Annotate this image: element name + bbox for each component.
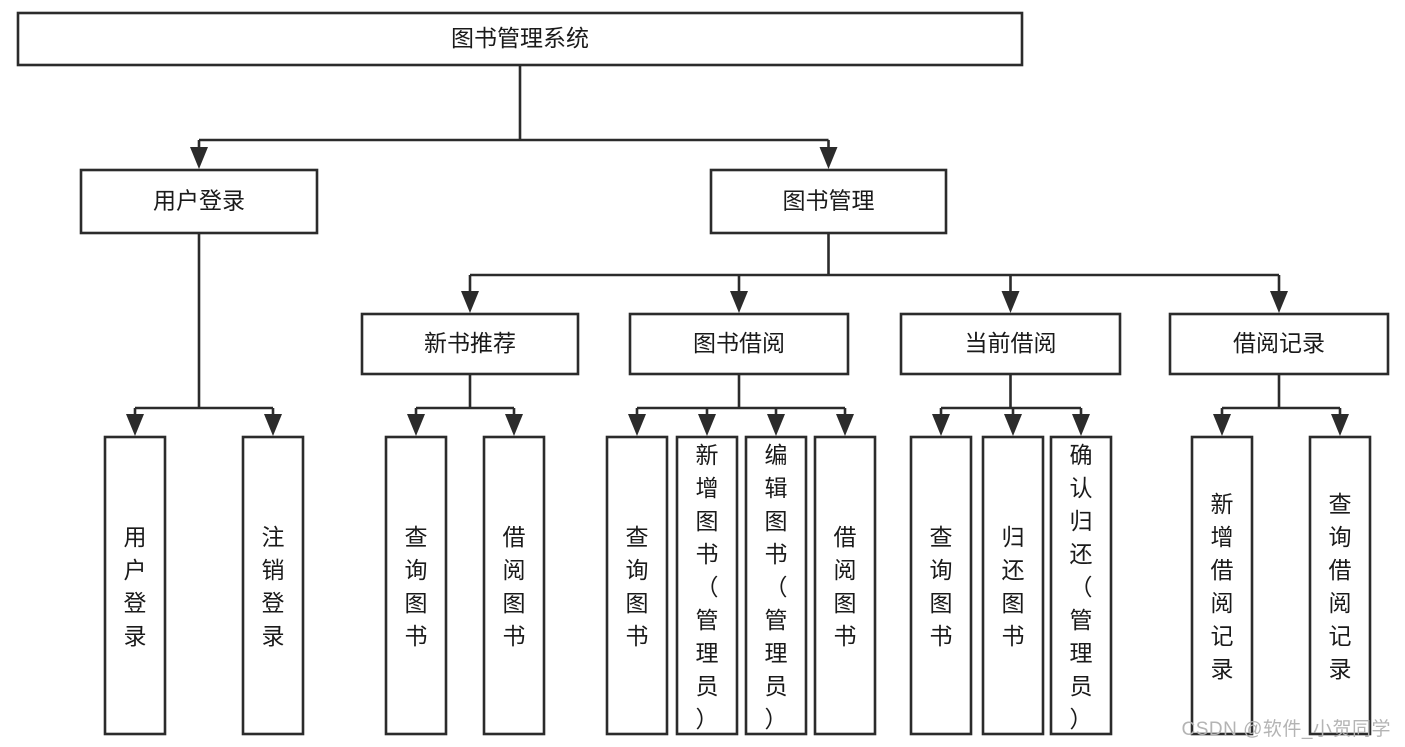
arrow-head-icon — [1001, 291, 1020, 313]
node-label: 借阅记录 — [1233, 330, 1325, 356]
csdn-watermark: CSDN @软件_小贺同学 — [1181, 719, 1391, 740]
node-box[interactable] — [241, 435, 305, 736]
node-leaf-query-book-rec[interactable]: 查询图书 — [384, 435, 448, 736]
connector-lines-layer — [126, 65, 1349, 436]
node-box[interactable] — [384, 435, 448, 736]
node-leaf-confirm-return[interactable]: 确认归还（管理员） — [1049, 435, 1113, 736]
node-box[interactable] — [675, 435, 739, 736]
arrow-head-icon — [836, 414, 854, 436]
node-book-manage[interactable]: 图书管理 — [709, 168, 948, 235]
node-leaf-borrow-book-rec[interactable]: 借阅图书 — [482, 435, 546, 736]
arrow-head-icon — [1213, 414, 1231, 436]
arrow-head-icon — [126, 414, 144, 436]
node-box[interactable] — [16, 11, 1024, 67]
node-label: 新增借阅记录 — [1211, 491, 1234, 682]
node-label: 确认归还（管理员） — [1070, 442, 1093, 732]
node-label: 注销登录 — [262, 524, 285, 649]
node-box[interactable] — [813, 435, 877, 736]
arrow-head-icon — [730, 291, 748, 313]
node-box[interactable] — [360, 312, 580, 376]
node-boxes-layer: 图书管理系统用户登录图书管理新书推荐图书借阅当前借阅借阅记录用户登录注销登录查询… — [16, 11, 1390, 736]
node-label: 用户登录 — [124, 524, 147, 649]
node-label: 编辑图书（管理员） — [765, 442, 788, 732]
node-label: 图书管理 — [783, 188, 875, 214]
node-current-borrow[interactable]: 当前借阅 — [899, 312, 1122, 376]
node-label: 借阅图书 — [503, 524, 526, 649]
node-label: 用户登录 — [153, 188, 245, 214]
node-label: 新增图书（管理员） — [696, 442, 719, 732]
arrow-head-icon — [819, 147, 838, 169]
node-root[interactable]: 图书管理系统 — [16, 11, 1024, 67]
node-box[interactable] — [1308, 435, 1372, 736]
node-box[interactable] — [1049, 435, 1113, 736]
node-leaf-query-book-bb[interactable]: 查询图书 — [605, 435, 669, 736]
arrow-head-icon — [1270, 291, 1288, 313]
node-label: 归还图书 — [1002, 524, 1025, 649]
node-box[interactable] — [79, 168, 319, 235]
node-leaf-user-logout[interactable]: 注销登录 — [241, 435, 305, 736]
node-box[interactable] — [899, 312, 1122, 376]
arrow-head-icon — [1331, 414, 1349, 436]
node-box[interactable] — [628, 312, 850, 376]
node-label: 查询借阅记录 — [1329, 491, 1352, 682]
arrow-head-icon — [1004, 414, 1022, 436]
arrow-head-icon — [628, 414, 646, 436]
arrow-head-icon — [264, 414, 282, 436]
arrow-head-icon — [407, 414, 425, 436]
node-label: 新书推荐 — [424, 330, 516, 356]
arrow-head-icon — [1072, 414, 1090, 436]
node-label: 图书借阅 — [693, 330, 785, 356]
arrow-head-icon — [932, 414, 950, 436]
node-leaf-add-record[interactable]: 新增借阅记录 — [1190, 435, 1254, 736]
node-label: 借阅图书 — [834, 524, 857, 649]
node-box[interactable] — [482, 435, 546, 736]
node-label: 图书管理系统 — [451, 25, 589, 51]
node-box[interactable] — [744, 435, 808, 736]
arrow-head-icon — [461, 291, 479, 313]
node-box[interactable] — [709, 168, 948, 235]
node-leaf-query-record[interactable]: 查询借阅记录 — [1308, 435, 1372, 736]
node-new-book-rec[interactable]: 新书推荐 — [360, 312, 580, 376]
arrow-head-icon — [190, 147, 208, 169]
node-box[interactable] — [605, 435, 669, 736]
arrow-head-icon — [505, 414, 523, 436]
node-box[interactable] — [1190, 435, 1254, 736]
node-book-borrow[interactable]: 图书借阅 — [628, 312, 850, 376]
node-label: 查询图书 — [405, 524, 428, 649]
node-leaf-return-book[interactable]: 归还图书 — [981, 435, 1045, 736]
node-user-login[interactable]: 用户登录 — [79, 168, 319, 235]
node-leaf-query-book-cb[interactable]: 查询图书 — [909, 435, 973, 736]
node-borrow-record[interactable]: 借阅记录 — [1168, 312, 1390, 376]
arrow-head-icon — [767, 414, 785, 436]
node-label: 查询图书 — [930, 524, 953, 649]
node-leaf-add-book[interactable]: 新增图书（管理员） — [675, 435, 739, 736]
node-label: 查询图书 — [626, 524, 649, 649]
node-leaf-borrow-book-bb[interactable]: 借阅图书 — [813, 435, 877, 736]
arrow-head-icon — [698, 414, 716, 436]
node-leaf-user-login[interactable]: 用户登录 — [103, 435, 167, 736]
node-leaf-edit-book[interactable]: 编辑图书（管理员） — [744, 435, 808, 736]
node-box[interactable] — [103, 435, 167, 736]
node-label: 当前借阅 — [965, 330, 1057, 356]
node-box[interactable] — [981, 435, 1045, 736]
node-box[interactable] — [909, 435, 973, 736]
node-box[interactable] — [1168, 312, 1390, 376]
